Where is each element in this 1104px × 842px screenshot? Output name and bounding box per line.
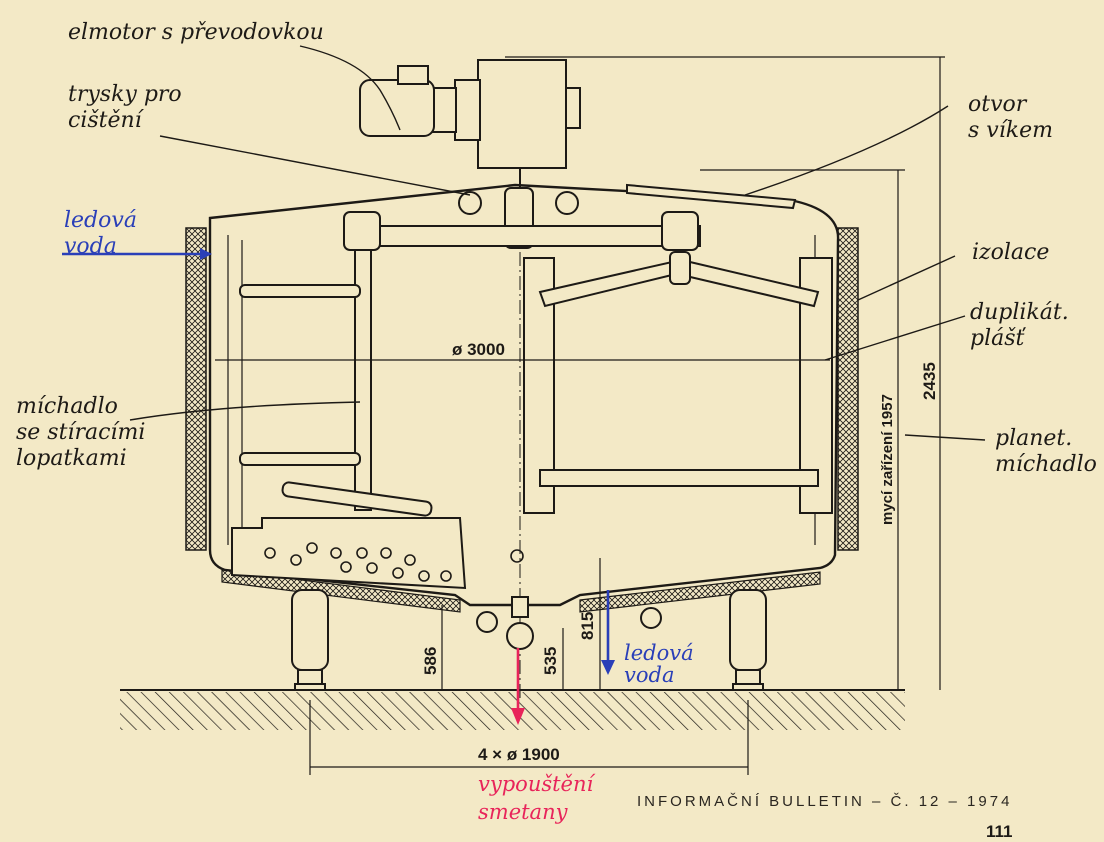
dim-diameter: ø 3000 [452,340,505,359]
lid-opening [626,183,797,210]
scraping-stirrer [231,249,524,590]
label-stirrer: míchadlo se stíracími lopatkami [16,394,146,471]
planetary-stirrer [523,251,833,514]
discharge-arrow [511,648,525,725]
dim-586: 586 [421,647,440,675]
label-nozzles: trysky pro cištění [68,82,182,133]
page-number: 111 [986,822,1013,841]
stirrer-drive [343,187,701,251]
label-ice-water-bottom: ledová voda [624,641,694,687]
bulletin-footer: INFORMAČNÍ BULLETIN – Č. 12 – 1974 [637,793,1013,810]
ice-water-arrow-left [62,248,212,260]
bottom-outlets [476,596,662,650]
dim-height-total: 2435 [920,362,939,400]
label-motor: elmotor s převodovkou [68,20,324,45]
support-legs [291,589,767,691]
tank-body [185,183,859,613]
label-planet-stirrer: planet. míchadlo [995,426,1097,477]
label-lid: otvor s víkem [968,92,1053,143]
dim-815: 815 [578,612,597,640]
dimension-lines [215,56,945,775]
label-jacket: duplikát. plášť [970,300,1069,351]
label-discharge: vypouštění smetany [478,772,594,824]
motor-gearbox [359,59,581,188]
leader-lines [129,45,986,441]
ice-water-arrow-bottom [601,590,615,675]
dim-washer: mycí zařízení 1957 [879,394,896,525]
dim-535: 535 [541,647,560,675]
dim-legs: 4 × ø 1900 [478,745,560,764]
label-insulation: izolace [972,240,1050,265]
label-ice-water-left: ledová voda [64,208,137,259]
